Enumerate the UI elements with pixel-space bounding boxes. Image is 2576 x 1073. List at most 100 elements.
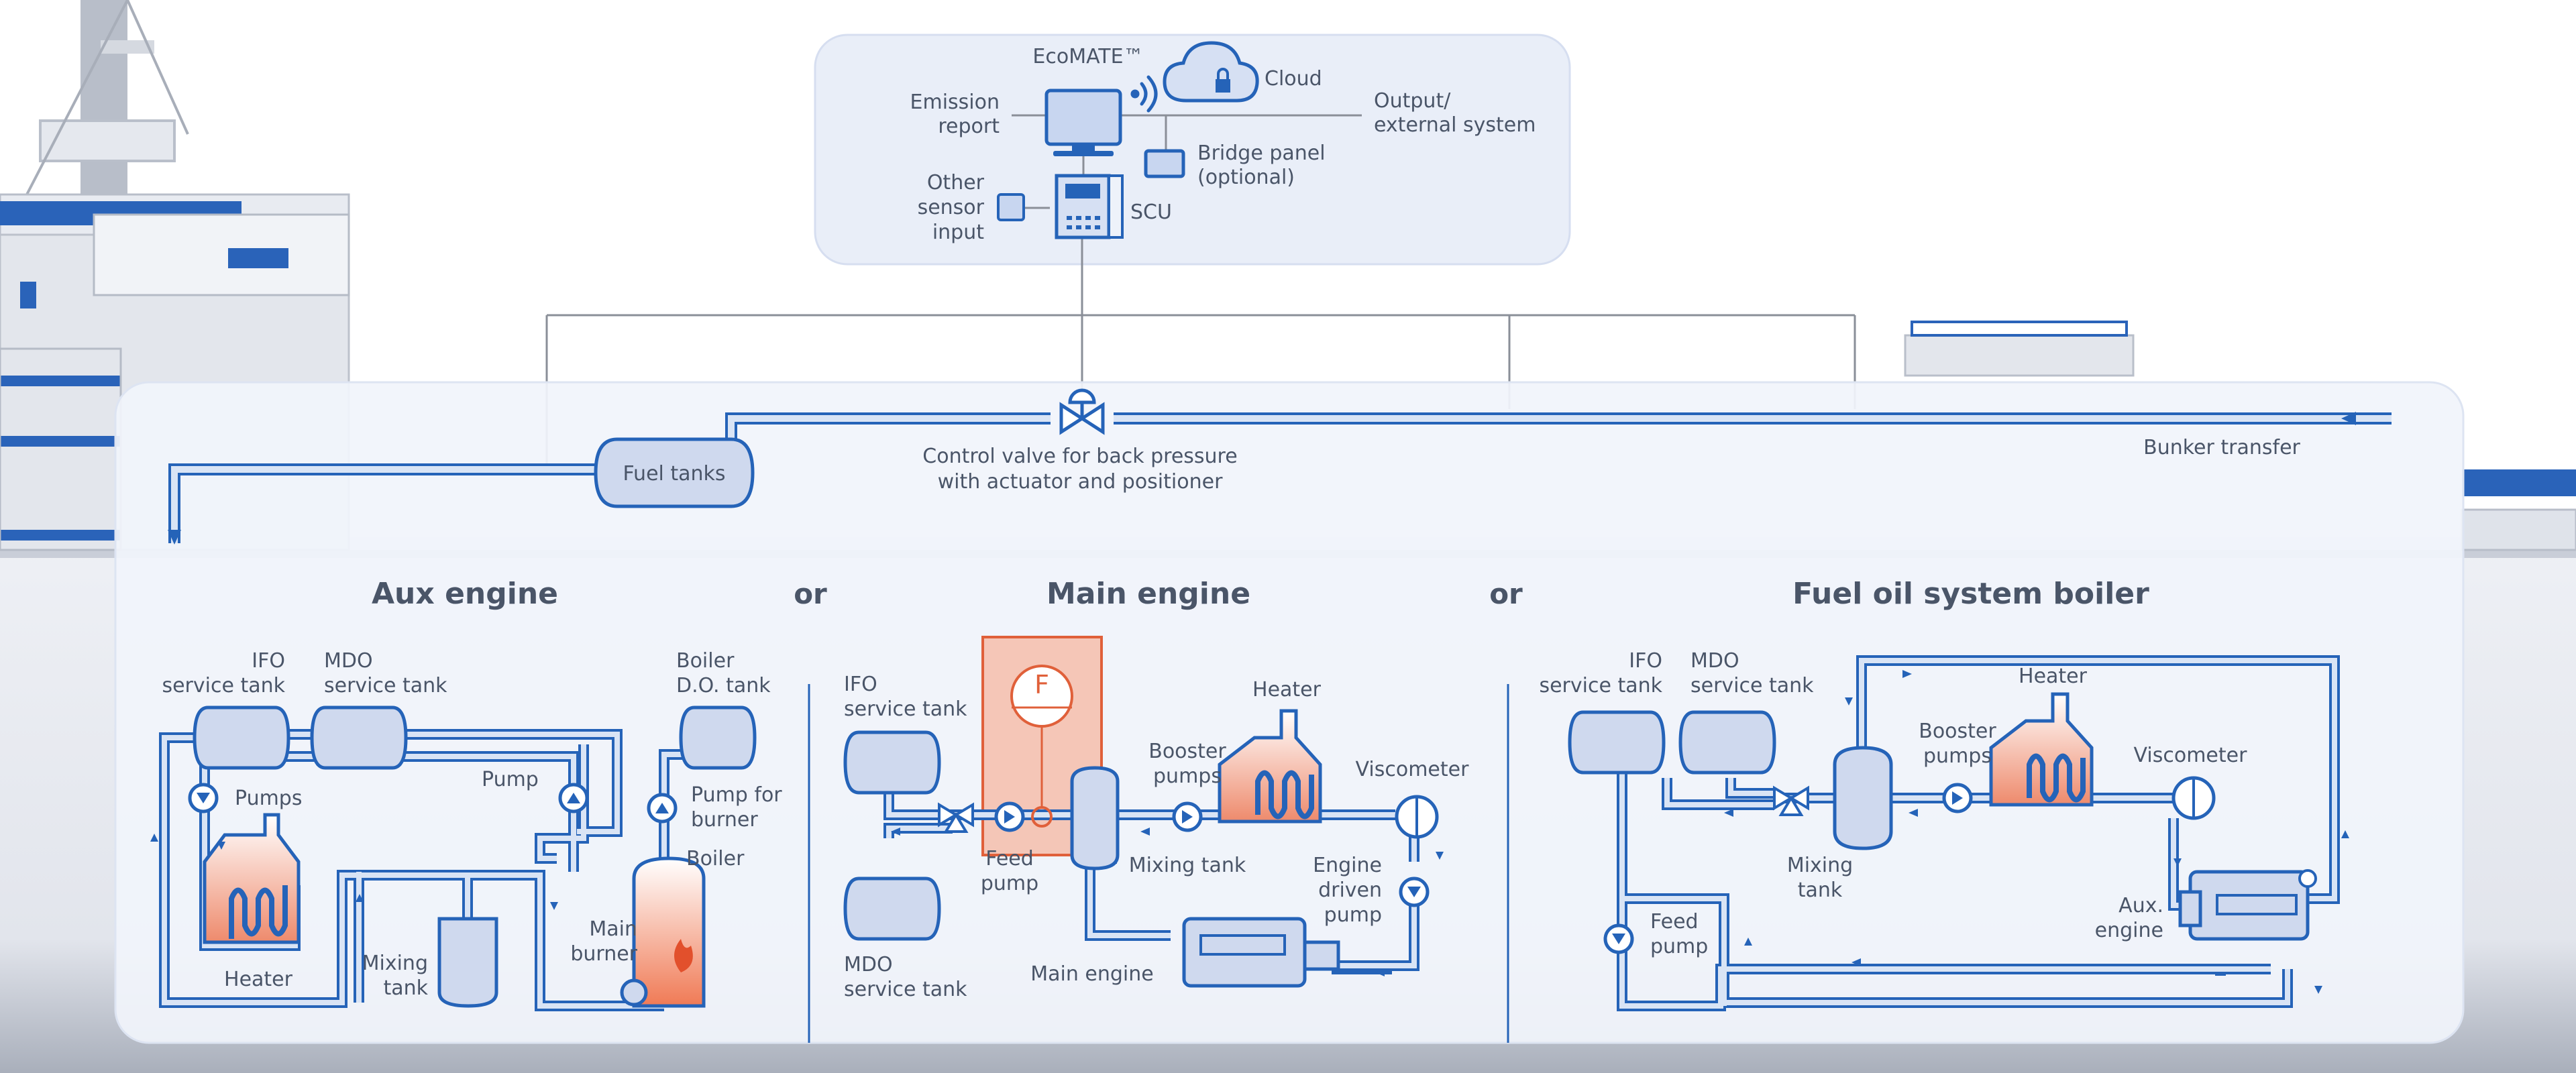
aux-ifo-tank-icon	[193, 705, 290, 770]
main-three-way-valve-icon	[938, 802, 974, 833]
engine-driven-pump-icon	[1399, 877, 1430, 907]
boiler-system-title: Fuel oil system boiler	[1792, 577, 2149, 611]
aux-mixing-label-2: tank	[383, 976, 428, 1000]
aux-boiler-do-label-1: Boiler	[676, 649, 735, 673]
control-valve-label-2: with actuator and positioner	[938, 470, 1223, 494]
flowmeter-icon: F	[1010, 665, 1073, 828]
main-feed-pump-label-1: Feed	[985, 847, 1034, 870]
main-booster-label-2: pumps	[1153, 765, 1222, 788]
boiler-booster-label-2: pumps	[1923, 744, 1992, 768]
aux-boiler-icon	[620, 856, 706, 1008]
other-sensor-label-2: sensor	[918, 196, 985, 219]
aux-boiler-do-label-2: D.O. tank	[676, 674, 771, 697]
bunker-transfer-label: Bunker transfer	[2143, 436, 2300, 459]
aux-flow-arrows	[150, 834, 558, 910]
main-booster-pump-icon	[1172, 801, 1203, 832]
main-mdo-label-1: MDO	[844, 953, 893, 976]
main-booster-label-1: Booster	[1148, 740, 1226, 763]
aux-burner-pump-label-1: Pump for	[691, 783, 782, 807]
aux-heater-label: Heater	[224, 968, 293, 991]
main-mixing-tank-icon	[1070, 766, 1120, 870]
engine-driven-label-1: Engine	[1313, 854, 1382, 877]
engine-driven-label-2: driven	[1318, 879, 1382, 902]
emission-report-label-2: report	[938, 115, 1000, 138]
ecomate-control-panel: EcoMATE™ Cloud Emission report Output/ e…	[545, 34, 1856, 469]
aux-engine-system: IFO service tank MDO service tank Boiler…	[150, 649, 782, 1011]
fuel-tanks-icon	[594, 437, 755, 508]
flow-arrow-icon	[168, 530, 181, 545]
boiler-mdo-label-1: MDO	[1690, 649, 1739, 673]
main-mdo-tank-icon	[843, 877, 941, 941]
main-engine-icon	[1182, 917, 1340, 988]
aux-pump-icon-2	[558, 783, 589, 813]
boiler-viscometer-icon	[2171, 776, 2216, 820]
boiler-feed-pump-label-2: pump	[1650, 935, 1708, 958]
main-feed-pump-icon	[994, 801, 1025, 832]
boiler-feed-pump-label-1: Feed	[1650, 910, 1699, 934]
or-label-2: or	[1489, 577, 1523, 610]
boiler-heater-label: Heater	[2019, 665, 2088, 688]
boiler-mdo-tank-icon	[1678, 710, 1776, 775]
main-engine-label: Main engine	[1030, 962, 1153, 986]
boiler-booster-pump-icon	[1942, 783, 1973, 813]
boiler-ifo-tank-icon	[1568, 710, 1666, 775]
cloud-label: Cloud	[1265, 67, 1322, 91]
or-label-1: or	[794, 577, 827, 610]
aux-main-burner-label-2: burner	[570, 942, 637, 966]
main-engine-system: F IFO service tank MDO service tank Feed…	[843, 636, 1469, 1001]
main-flow-arrows	[891, 828, 1444, 976]
boiler-aux-engine-icon	[2178, 869, 2317, 941]
boiler-mixing-label-2: tank	[1798, 879, 1843, 902]
aux-pump-icon-1	[188, 783, 219, 813]
scu-cabinet-icon	[1055, 174, 1124, 239]
boiler-three-way-valve-icon	[1773, 785, 1809, 816]
fuel-supply-line: Fuel tanks Control valve for back pressu…	[168, 388, 2392, 545]
engine-driven-label-3: pump	[1324, 903, 1382, 927]
boiler-viscometer-label: Viscometer	[2134, 744, 2248, 767]
boiler-mixing-label-1: Mixing	[1787, 854, 1853, 877]
main-mdo-label-2: service tank	[844, 978, 967, 1001]
aux-burner-pump-label-2: burner	[691, 808, 758, 832]
aux-main-burner-label-1: Main	[589, 917, 637, 941]
boiler-aux-engine-label-2: engine	[2095, 919, 2163, 942]
signal-lines	[545, 114, 1856, 469]
wireless-icon	[1130, 75, 1158, 113]
aux-boiler-label: Boiler	[686, 847, 745, 870]
aux-mixing-tank-icon	[437, 917, 498, 1008]
control-valve-label-1: Control valve for back pressure	[922, 445, 1237, 468]
aux-mdo-label-2: service tank	[324, 674, 447, 697]
boiler-booster-label-1: Booster	[1919, 720, 1996, 743]
bridge-panel-label-2: (optional)	[1197, 166, 1295, 189]
main-ifo-label-2: service tank	[844, 697, 967, 721]
main-ifo-label-1: IFO	[844, 673, 877, 696]
scu-label: SCU	[1130, 201, 1172, 224]
cloud-lock-icon	[1163, 41, 1259, 103]
boiler-ifo-label-1: IFO	[1629, 649, 1662, 673]
main-viscometer-icon	[1395, 795, 1439, 839]
main-heater-icon	[1218, 709, 1322, 824]
bridge-panel-icon	[1144, 149, 1185, 178]
aux-pump-label: Pump	[482, 768, 539, 791]
bunker-arrow-icon	[2341, 412, 2356, 425]
ecomate-monitor-icon	[1044, 89, 1122, 156]
main-engine-title: Main engine	[1046, 577, 1250, 611]
boiler-mdo-label-2: service tank	[1690, 674, 1814, 697]
aux-mdo-tank-icon	[310, 705, 408, 770]
aux-engine-title: Aux engine	[372, 577, 558, 611]
emission-report-label-1: Emission	[910, 91, 1000, 114]
aux-mixing-label-1: Mixing	[362, 952, 428, 975]
other-sensor-label-3: input	[932, 221, 984, 244]
flowmeter-label: F	[1034, 670, 1049, 699]
boiler-fuel-system: IFO service tank MDO service tank Heater…	[1539, 649, 2349, 1011]
aux-mdo-label-1: MDO	[324, 649, 373, 673]
fuel-tanks-label: Fuel tanks	[623, 462, 725, 486]
main-ifo-tank-icon	[843, 730, 941, 795]
boiler-mixing-tank-icon	[1833, 746, 1893, 850]
main-mixing-tank-label: Mixing tank	[1129, 854, 1246, 877]
main-feed-pump-label-2: pump	[981, 872, 1038, 895]
aux-heater-icon	[203, 813, 301, 944]
control-valve-icon	[1059, 388, 1105, 435]
aux-ifo-label-2: service tank	[162, 674, 285, 697]
